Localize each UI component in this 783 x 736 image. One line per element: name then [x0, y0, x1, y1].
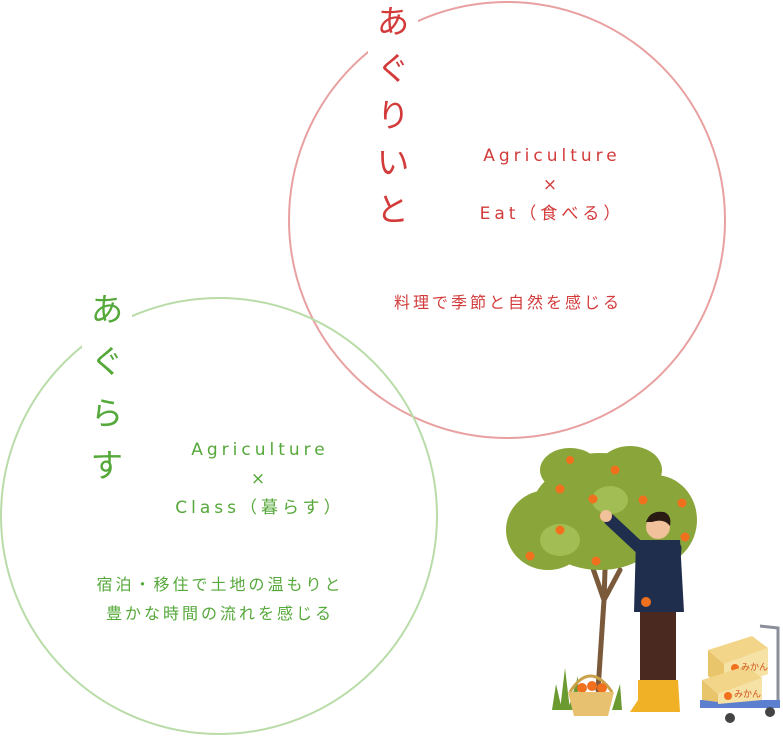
box-label-bottom: みかん: [734, 689, 761, 700]
agriite-title: あぐりいと: [371, 4, 410, 239]
agriite-circle: [288, 1, 726, 439]
agurasu-formula-line2: Class（暮らす）: [175, 498, 345, 518]
agurasu-circle: [0, 297, 438, 735]
agurasu-formula: Agriculture × Class（暮らす）: [160, 436, 360, 523]
agurasu-description-line1: 宿泊・移住で土地の温もりと: [96, 575, 344, 594]
orange-basket: [568, 674, 614, 716]
farmer: [600, 510, 684, 712]
agurasu-description-line2: 豊かな時間の流れを感じる: [105, 604, 334, 623]
agriite-description: 料理で季節と自然を感じる: [393, 293, 622, 312]
box-label-top: みかん: [741, 662, 768, 673]
agurasu-description: 宿泊・移住で土地の温もりと 豊かな時間の流れを感じる: [70, 570, 370, 628]
agriite-formula-times: ×: [542, 175, 562, 195]
agriite-formula: Agriculture × Eat（食べる）: [462, 142, 642, 229]
agurasu-formula-times: ×: [250, 469, 270, 489]
agriite-formula-line2: Eat（食べる）: [479, 204, 625, 224]
cart: [700, 624, 780, 723]
agriite-formula-line1: Agriculture: [483, 146, 621, 166]
agurasu-formula-line1: Agriculture: [191, 440, 329, 460]
agurasu-title: あぐらす: [85, 292, 124, 500]
mikan-box-bottom: [702, 666, 762, 704]
